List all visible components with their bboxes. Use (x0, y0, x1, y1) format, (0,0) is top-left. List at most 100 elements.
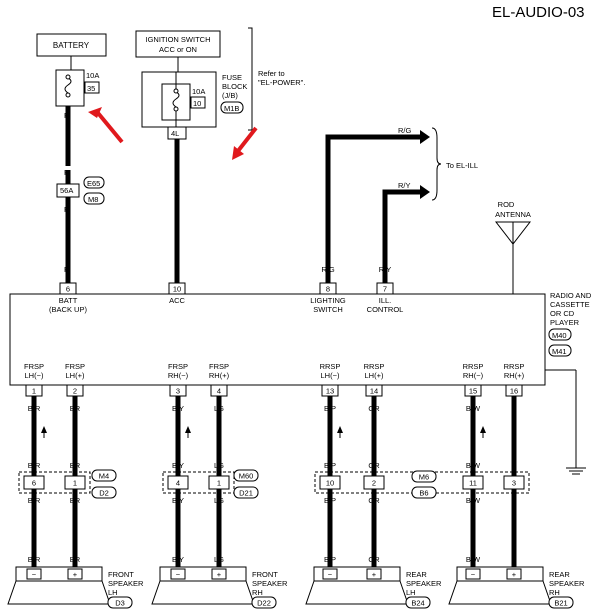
speaker-wire-label-3: B/W (466, 496, 481, 505)
speaker-terminal-plus: + (73, 570, 78, 579)
top-pin-6 (59, 282, 77, 295)
joint-terminal-no: 1 (217, 479, 221, 488)
fuse-block-conn: M1B (224, 104, 239, 113)
top-pin-wire-6: P (65, 265, 70, 274)
speaker-wire-label: B/Y (172, 404, 184, 413)
battery-wire-label: P (64, 111, 69, 120)
speaker-connector: B21 (554, 599, 567, 608)
speaker-label-2: SPEAKER (406, 579, 442, 588)
top-pin-7 (376, 282, 394, 295)
refer-l1: Refer to (258, 69, 285, 78)
speaker-wire-label-4: OR (368, 555, 380, 564)
joint-terminal-11 (462, 475, 484, 490)
speakers: −+FRONTSPEAKERLHD3−+FRONTSPEAKERRHD22−+R… (7, 566, 585, 609)
speaker-wires: FRSPLH(−)1B/RB/RB/RB/RFRSPLH(+)2BRBRBRBR… (24, 362, 525, 569)
top-pin-no: 6 (66, 285, 70, 294)
top-pin-label-2: SWITCH (313, 305, 343, 314)
ill-bracket (431, 127, 442, 201)
antenna-l1: ROD (498, 200, 515, 209)
speaker-pin-label: RRSP (463, 362, 484, 371)
speaker-terminal-plus: + (512, 570, 517, 579)
speaker-wire-label-4: L (512, 555, 516, 564)
unit-l1: RADIO AND (550, 291, 592, 300)
battery-wire-label-3: P (64, 205, 69, 214)
speaker-wire-label-3: B/R (28, 496, 41, 505)
joint-terminal-6 (23, 475, 45, 490)
top-pin-wire-10: L (175, 265, 179, 274)
speaker-wire-label-2: B/P (324, 461, 336, 470)
speaker-label-3: RH (549, 588, 560, 597)
connector-56a-label: 56A (60, 186, 73, 195)
joint-connector-label: M4 (99, 472, 109, 481)
joint-terminal-no: 2 (372, 479, 376, 488)
speaker-pin-no: 3 (176, 387, 180, 396)
joint-terminal-1 (208, 475, 230, 490)
speaker-wire-label-3: B/P (324, 496, 336, 505)
arrow-up-icon (185, 426, 191, 433)
unit-conn-1: M40 (552, 331, 567, 340)
arrow-right-icon (420, 185, 430, 199)
top-pin-label-2: (BACK UP) (49, 305, 87, 314)
speaker-wire-label-4: B/W (466, 555, 481, 564)
battery-fuse-no: 35 (87, 84, 95, 93)
speaker-wire-label: BR (70, 404, 81, 413)
speaker-wire-label-4: LG (214, 555, 224, 564)
joint-terminal-no: 1 (73, 479, 77, 488)
speaker-wire-label: B/P (324, 404, 336, 413)
speaker-terminal-minus: − (32, 570, 37, 579)
speaker-pin-label: FRSP (65, 362, 85, 371)
speaker-wire-label: B/W (466, 404, 481, 413)
unit-conn-2: M41 (552, 347, 567, 356)
ignition-wire-label: L (174, 149, 178, 158)
speaker-icon (7, 580, 111, 605)
top-pin-10 (168, 282, 186, 295)
speaker-pin-no: 14 (370, 387, 378, 396)
joint-terminal-no: 11 (469, 479, 477, 488)
speaker-wire-label-2: B/R (28, 461, 41, 470)
speaker-label: FRONT (108, 570, 134, 579)
speaker-icon (305, 580, 409, 605)
arrow-up-icon (41, 426, 47, 433)
top-pin-label: ACC (169, 296, 185, 305)
refer-l2: "EL-POWER". (258, 78, 305, 87)
speaker-wire-label-3: OR (368, 496, 380, 505)
speaker-pin-label-2: RH(+) (209, 371, 230, 380)
speaker-pin-label: RRSP (364, 362, 385, 371)
speaker-pin-no: 15 (469, 387, 477, 396)
ill-wire-rg: R/G (398, 126, 412, 135)
speaker-wire-label: OR (368, 404, 380, 413)
top-pin-label: ILL. (379, 296, 392, 305)
speaker-label-3: LH (108, 588, 118, 597)
battery-fuse-amp: 10A (86, 71, 99, 80)
speaker-wire-label-3: BR (70, 496, 81, 505)
speaker-wire-label-3: LG (214, 496, 224, 505)
speaker-pin-label: FRSP (209, 362, 229, 371)
speaker-pin-no: 1 (32, 387, 36, 396)
speaker-wire-label-2: B/Y (172, 461, 184, 470)
speaker-wire-label-2: L (512, 461, 516, 470)
red-arrow-icon (232, 146, 244, 160)
speaker-wire-label-2: OR (368, 461, 380, 470)
speaker-wire-label-2: BR (70, 461, 81, 470)
speaker-pin-no: 16 (510, 387, 518, 396)
speaker-wire-label-4: B/P (324, 555, 336, 564)
top-pin-no: 10 (173, 285, 181, 294)
joint-connector-label: M6 (419, 473, 429, 482)
top-pin-label: LIGHTING (310, 296, 346, 305)
unit-l4: PLAYER (550, 318, 580, 327)
unit-l2: CASSETTE (550, 300, 590, 309)
speaker-terminal-plus: + (217, 570, 222, 579)
speaker-pin-label-2: LH(−) (321, 371, 340, 380)
speaker-wire-label: B/R (28, 404, 41, 413)
joint-connector-outline (162, 471, 235, 494)
speaker-pin-label-2: LH(+) (365, 371, 384, 380)
ignition-fuse-icon (172, 91, 180, 108)
speaker-pin-no: 4 (217, 387, 221, 396)
speaker-connector: D22 (257, 599, 271, 608)
speaker-pin-label: RRSP (320, 362, 341, 371)
fuse-block-l2: BLOCK (222, 82, 247, 91)
joint-terminal-2 (363, 475, 385, 490)
refer-bracket (248, 27, 253, 131)
top-pin-no: 7 (383, 285, 387, 294)
fuse-block-l1: FUSE (222, 73, 242, 82)
